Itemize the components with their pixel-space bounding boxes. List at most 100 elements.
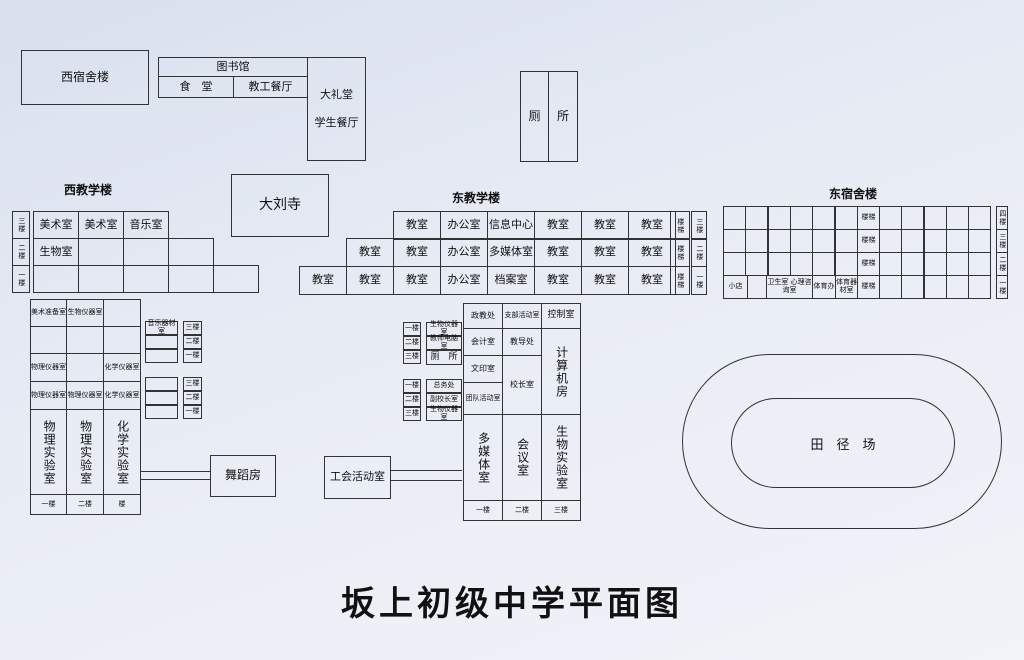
dorm-room <box>835 229 858 253</box>
dorm-room <box>968 206 991 230</box>
lab-cell-top-right <box>103 299 141 327</box>
west-floor-3: 三楼 <box>12 211 30 239</box>
music-equip: 音乐器材室 <box>145 319 178 335</box>
toilet-right: 所 <box>548 71 578 162</box>
west-r2-c1: 生物室 <box>33 238 79 266</box>
lab-floor-1: 一楼 <box>30 494 67 515</box>
east-row1-room: 教室 <box>346 266 394 295</box>
admin-sf-4: 一楼 <box>403 379 421 393</box>
branch-room: 支部活动室 <box>502 303 542 329</box>
admin-sf-2: 二楼 <box>403 336 421 350</box>
dorm-room <box>946 229 969 253</box>
dorm-health-room: 卫生室 心理咨询室 <box>766 275 813 299</box>
east-row2-room: 多媒体室 <box>487 238 535 267</box>
hall: 大礼堂 学生餐厅 <box>307 57 366 161</box>
dorm-room <box>924 206 947 230</box>
music-floor-3: 三楼 <box>183 321 202 335</box>
lab-floor-2: 二楼 <box>66 494 104 515</box>
admin-bio-instr: 生物仪器室 <box>426 320 462 336</box>
small-block-b <box>145 391 178 405</box>
east-row1-room: 教室 <box>628 266 676 295</box>
west-r2-c2 <box>78 238 124 266</box>
dorm-room <box>835 252 858 276</box>
west-r1-c5 <box>213 265 259 293</box>
dorm-room <box>812 252 835 276</box>
dorm-room <box>768 206 791 230</box>
dorm-floor-label: 二楼 <box>996 252 1008 276</box>
chem-instr-2: 化学仪器室 <box>103 381 141 410</box>
union-room: 工会活动室 <box>324 456 391 499</box>
east-row3-room: 信息中心 <box>487 211 535 240</box>
dorm-room <box>879 206 902 230</box>
east-row3-room: 办公室 <box>440 211 488 240</box>
dorm-stairs: 楼梯 <box>857 252 880 276</box>
corridor-line <box>141 471 210 472</box>
dorm-floor-label: 四楼 <box>996 206 1008 230</box>
dorm-stairs: 楼梯 <box>857 275 880 299</box>
dorm-room <box>723 252 746 276</box>
dorm-room <box>723 229 746 253</box>
corridor-line <box>391 470 462 471</box>
admin-floor-2: 二楼 <box>502 500 542 521</box>
admin-sf-6: 三楼 <box>403 407 421 421</box>
computer-room: 计算机房 <box>541 328 581 415</box>
dorm-floor-label: 一楼 <box>996 275 1008 299</box>
staff-canteen-label: 教工餐厅 <box>248 79 293 93</box>
admin-sf-3: 三楼 <box>403 350 421 364</box>
admin-floor-1: 一楼 <box>463 500 503 521</box>
corridor-line <box>391 480 462 481</box>
accounting-office: 会计室 <box>463 328 503 356</box>
dance-room: 舞蹈房 <box>210 455 276 497</box>
small-floor-3: 三楼 <box>183 377 202 391</box>
dorm-room <box>901 206 924 230</box>
admin-toilet: 厕 所 <box>426 350 462 365</box>
canteen-label: 食 堂 <box>179 79 213 93</box>
dorm-floor-label: 三楼 <box>996 229 1008 253</box>
dorm-room <box>835 206 858 230</box>
east-row2-room: 教室 <box>346 238 394 267</box>
west-r1-c4 <box>168 265 214 293</box>
hall-label: 大礼堂 <box>320 87 353 101</box>
dorm-room <box>946 252 969 276</box>
admin-sf-5: 二楼 <box>403 393 421 407</box>
west-r3-c1: 美术室 <box>33 211 79 239</box>
lab-cell-d <box>66 353 104 382</box>
toilet-left: 厕 <box>520 71 549 162</box>
art-prep: 美术准备室 <box>30 299 67 327</box>
small-floor-1: 一楼 <box>183 405 202 419</box>
dorm-shop: 小店 <box>723 275 748 299</box>
team-room: 团队活动室 <box>463 382 503 415</box>
dorm-room <box>946 206 969 230</box>
lab-floor-3: 楼 <box>103 494 141 515</box>
east-stairs: 楼梯 <box>670 211 690 240</box>
dorm-room <box>768 252 791 276</box>
west-r3-c2: 美术室 <box>78 211 124 239</box>
music-floor-1: 一楼 <box>183 349 202 363</box>
east-floor-label: 二楼 <box>691 238 707 267</box>
west-r1-c3 <box>123 265 169 293</box>
dorm-room <box>812 229 835 253</box>
east-stairs: 楼梯 <box>670 238 690 267</box>
east-row3-room: 教室 <box>393 211 441 240</box>
admin-bio-instr-2: 生物仪器室 <box>426 405 462 421</box>
dorm-room <box>901 229 924 253</box>
west-r1-c2 <box>78 265 124 293</box>
student-canteen-label: 学生餐厅 <box>314 116 359 129</box>
dorm-room <box>924 275 947 299</box>
bio-lab: 生物实验室 <box>541 414 581 501</box>
print-room: 文印室 <box>463 355 503 383</box>
dorm-room <box>812 206 835 230</box>
east-row3-room: 教室 <box>534 211 582 240</box>
dorm-room <box>879 275 902 299</box>
teacher-computer-room: 教师电脑室 <box>426 334 462 350</box>
temple: 大刘寺 <box>231 174 329 237</box>
east-row2-room: 办公室 <box>440 238 488 267</box>
dorm-room <box>879 252 902 276</box>
east-row2-room: 教室 <box>534 238 582 267</box>
admin-floor-3: 三楼 <box>541 500 581 521</box>
music-block-3 <box>145 349 178 363</box>
east-row1-room: 教室 <box>581 266 629 295</box>
admin-sf-1: 一楼 <box>403 322 421 336</box>
control-room: 控制室 <box>541 303 581 329</box>
chem-instr-1: 化学仪器室 <box>103 353 141 382</box>
